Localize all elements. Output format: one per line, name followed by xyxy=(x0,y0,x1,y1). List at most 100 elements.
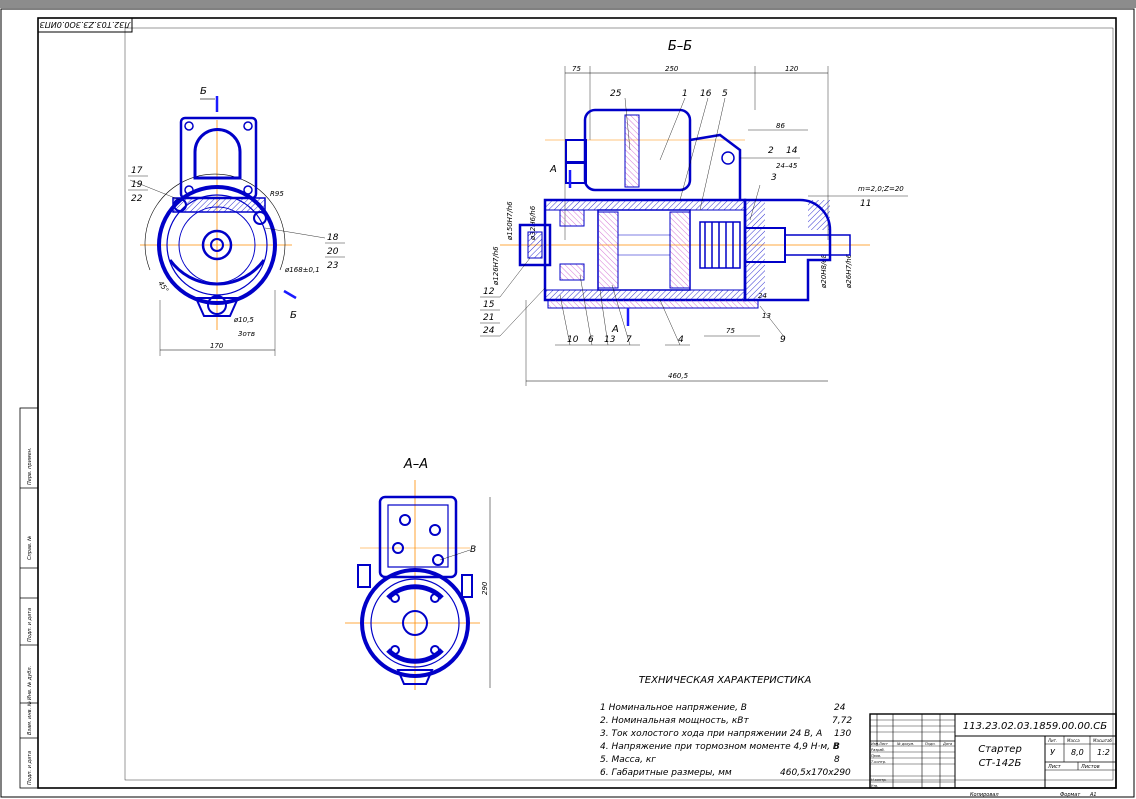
dim-module: m=2,0;Z=20 xyxy=(858,185,904,193)
dim-105-holes: 3отв xyxy=(238,330,255,338)
side-stamp-1: Перв. примен. xyxy=(27,447,33,485)
callout-13: 13 xyxy=(604,335,616,345)
title-lit-hdr: Лит. xyxy=(1047,738,1057,743)
callout-21: 21 xyxy=(483,313,494,323)
title-sheets: Листов xyxy=(1080,764,1100,770)
tech-row-6-value: 460,5х170х290 xyxy=(780,768,851,778)
title-lit: У xyxy=(1050,748,1056,757)
tech-row-1-label: 1 Номинальное напряжение, В xyxy=(600,703,747,713)
format-label: Формат xyxy=(1060,792,1081,798)
tech-row-5-label: 5. Масса, кг xyxy=(600,755,656,765)
col-sign: Подп. xyxy=(925,742,936,746)
front-view: Б Б 170 R95 ø168±0,1 ø10,5 3отв 45° 17 1… xyxy=(128,86,345,356)
dim-460-5: 460,5 xyxy=(668,372,689,380)
dim-86: 86 xyxy=(776,122,785,130)
callout-23: 23 xyxy=(327,261,339,271)
title-mass-hdr: Масса xyxy=(1067,738,1080,743)
callout-11: 11 xyxy=(860,199,871,209)
outer-frame xyxy=(0,8,1135,798)
dim-24-45: 24–45 xyxy=(776,162,798,170)
thin-frame xyxy=(124,27,1114,781)
tech-row-1-value: 24 xyxy=(834,703,846,713)
callout-20: 20 xyxy=(327,247,339,257)
role-tkon: Т.контр. xyxy=(871,760,886,764)
callout-3: 3 xyxy=(771,173,777,183)
callout-17: 17 xyxy=(131,166,143,176)
stamp-number: ЛЗ2.Т03.ZЗ.ЗО0.0ИПЗ xyxy=(40,20,132,29)
callout-15: 15 xyxy=(483,300,495,310)
title-mass: 8,0 xyxy=(1071,748,1084,757)
tech-characteristics: ТЕХНИЧЕСКАЯ ХАРАКТЕРИСТИКА 1 Номинальное… xyxy=(600,675,852,778)
tech-row-2-value: 7,72 xyxy=(832,716,852,726)
callout-19: 19 xyxy=(131,180,143,190)
dim-fit-c: ø32Н6/h6 xyxy=(529,205,537,241)
callout-22: 22 xyxy=(131,194,143,204)
callout-4: 4 xyxy=(678,335,684,345)
dim-fit-e: ø26Н7/h6 xyxy=(845,253,853,289)
dim-13: 13 xyxy=(762,312,771,320)
tech-title: ТЕХНИЧЕСКАЯ ХАРАКТЕРИСТИКА xyxy=(639,675,812,686)
dim-105: ø10,5 xyxy=(233,316,254,324)
tech-row-3-value: 130 xyxy=(834,729,851,739)
section-bb-title: Б–Б xyxy=(668,39,692,54)
side-stamp-6: Подп. и дата xyxy=(27,751,33,785)
callout-12: 12 xyxy=(483,287,495,297)
role-nkon: Н.контр. xyxy=(871,778,887,782)
callout-18: 18 xyxy=(327,233,339,243)
col-doc: № докум. xyxy=(896,742,914,746)
tech-row-6-label: 6. Габаритные размеры, мм xyxy=(600,768,732,778)
role-chk: Пров. xyxy=(871,754,881,758)
letter-v: В xyxy=(470,545,476,555)
dim-250: 250 xyxy=(665,65,679,73)
dim-75-top: 75 xyxy=(572,65,581,73)
dim-fit-b: ø150Н7/h6 xyxy=(506,201,514,241)
section-bb-view: Б–Б 75 250 120 86 460,5 75 24 13 m=2,0;Z… xyxy=(480,39,908,386)
dim-120: 120 xyxy=(785,65,799,73)
callout-5: 5 xyxy=(722,89,728,99)
tech-row-3-label: 3. Ток холостого хода при напряжении 24 … xyxy=(600,729,822,739)
callout-7: 7 xyxy=(626,335,632,345)
title-sheet: Лист xyxy=(1047,764,1062,770)
view-label-a-small: А xyxy=(611,324,619,335)
callout-9: 9 xyxy=(780,335,786,345)
col-izm: Изм. xyxy=(871,742,879,746)
dim-170: 170 xyxy=(210,342,224,350)
dim-r95: R95 xyxy=(270,190,284,198)
tech-row-4-label: 4. Напряжение при тормозном моменте 4,9 … xyxy=(600,742,839,752)
col-date: Дата xyxy=(942,742,952,746)
dim-290: 290 xyxy=(481,581,489,595)
callout-2: 2 xyxy=(768,146,774,156)
callout-1: 1 xyxy=(682,89,688,99)
side-stamp-4: Инв. № дубл. xyxy=(27,666,33,700)
callout-10: 10 xyxy=(567,335,579,345)
view-arrow-a: А xyxy=(549,164,557,175)
stamp-box: ЛЗ2.Т03.ZЗ.ЗО0.0ИПЗ xyxy=(37,17,133,33)
dim-168: ø168±0,1 xyxy=(284,266,320,274)
tech-row-5-value: 8 xyxy=(834,755,840,765)
drawing-sheet: ЛЗ2.Т03.ZЗ.ЗО0.0ИПЗ Перв. примен. Справ.… xyxy=(0,8,1135,798)
dim-fit-a: ø126Н7/h6 xyxy=(492,246,500,286)
inner-frame xyxy=(37,17,1117,789)
title-block: 113.23.02.03.1859.00.00.СБ Стартер СТ-14… xyxy=(869,713,1117,798)
view-arrow-b: Б xyxy=(200,86,207,97)
copied-label: Копировал xyxy=(970,792,999,798)
side-stamps: Перв. примен. Справ. № Подп. и дата Инв.… xyxy=(19,407,39,789)
dim-45deg: 45° xyxy=(156,280,170,295)
dim-fit-d: ø20Н8/е8 xyxy=(820,253,828,289)
tech-row-2-label: 2. Номинальная мощность, кВт xyxy=(600,716,749,726)
callout-14: 14 xyxy=(786,146,798,156)
side-stamp-5: Взам. инв. № xyxy=(27,701,33,735)
title-name-1: Стартер xyxy=(978,744,1022,755)
side-stamp-2: Справ. № xyxy=(27,536,33,560)
side-stamp-3: Подп. и дата xyxy=(27,608,33,642)
col-list: Лист xyxy=(878,742,889,746)
window-top-bar xyxy=(0,0,1136,8)
view-label-b-small: Б xyxy=(290,310,297,321)
callout-16: 16 xyxy=(700,89,712,99)
callout-24: 24 xyxy=(483,326,495,336)
dim-75-bottom: 75 xyxy=(726,327,735,335)
title-name-2: СТ-142Б xyxy=(979,758,1022,769)
role-utv: Утв. xyxy=(871,784,878,788)
title-scale: 1:2 xyxy=(1097,748,1110,757)
section-aa-view: А–А 290 В xyxy=(345,457,491,690)
